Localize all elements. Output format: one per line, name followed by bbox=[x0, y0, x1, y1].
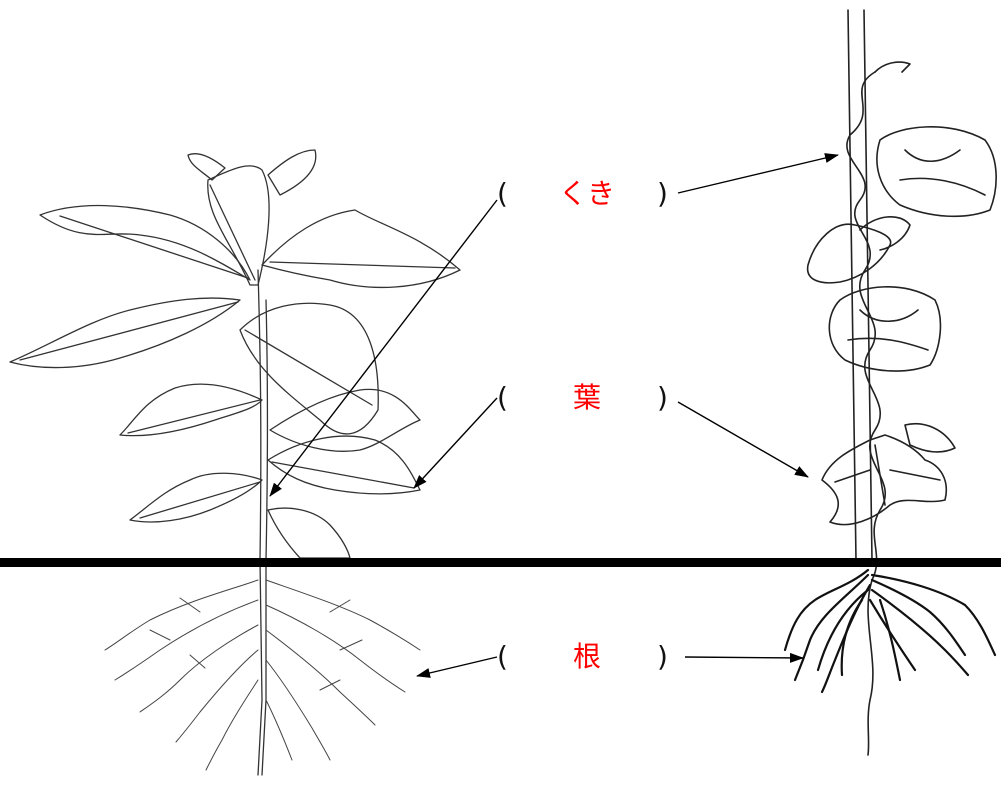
stem-open-paren: ( bbox=[497, 177, 508, 210]
vine-leaf-shape bbox=[806, 216, 911, 284]
leaf-shape bbox=[207, 165, 270, 286]
leaf-shape bbox=[267, 507, 351, 559]
stem-answer: くき bbox=[558, 177, 615, 210]
pointer-arrows bbox=[269, 153, 839, 678]
right-plant-drawing bbox=[783, 9, 997, 756]
leaf-shape bbox=[119, 383, 263, 437]
leaf-answer: 葉 bbox=[572, 381, 601, 414]
left-plant-drawing bbox=[9, 149, 461, 776]
stem-label: ( くき ) bbox=[497, 174, 717, 214]
stem-arrow-right bbox=[677, 153, 839, 194]
leaf-label: ( 葉 ) bbox=[497, 378, 717, 418]
leaf-shape bbox=[9, 297, 241, 369]
left-roots bbox=[104, 579, 421, 771]
leaf-shape bbox=[187, 153, 226, 181]
root-arrow-left bbox=[416, 656, 498, 678]
root-answer: 根 bbox=[572, 640, 601, 673]
leaf-shape bbox=[39, 204, 251, 281]
ground-line bbox=[0, 558, 1001, 567]
leaf-close-paren: ) bbox=[657, 381, 668, 414]
flower-shape bbox=[876, 126, 997, 218]
leaf-shape bbox=[267, 435, 421, 495]
root-arrow-right bbox=[684, 652, 804, 663]
leaf-shape bbox=[239, 302, 379, 435]
root-label: ( 根 ) bbox=[497, 637, 717, 677]
vine-leaf-shape bbox=[821, 423, 956, 526]
leaf-shape bbox=[261, 209, 461, 289]
leaf-shape bbox=[267, 149, 317, 196]
right-roots bbox=[783, 568, 997, 694]
root-open-paren: ( bbox=[497, 640, 508, 673]
leaf-shape bbox=[129, 472, 263, 523]
root-close-paren: ) bbox=[657, 640, 668, 673]
flower-shape bbox=[828, 286, 942, 372]
leaf-shape bbox=[269, 388, 421, 452]
leaf-arrow-left bbox=[413, 397, 498, 489]
leaf-open-paren: ( bbox=[497, 381, 508, 414]
stem-arrow-left bbox=[269, 199, 498, 497]
stem-close-paren: ) bbox=[657, 177, 668, 210]
leaf-arrow-right bbox=[677, 401, 809, 478]
